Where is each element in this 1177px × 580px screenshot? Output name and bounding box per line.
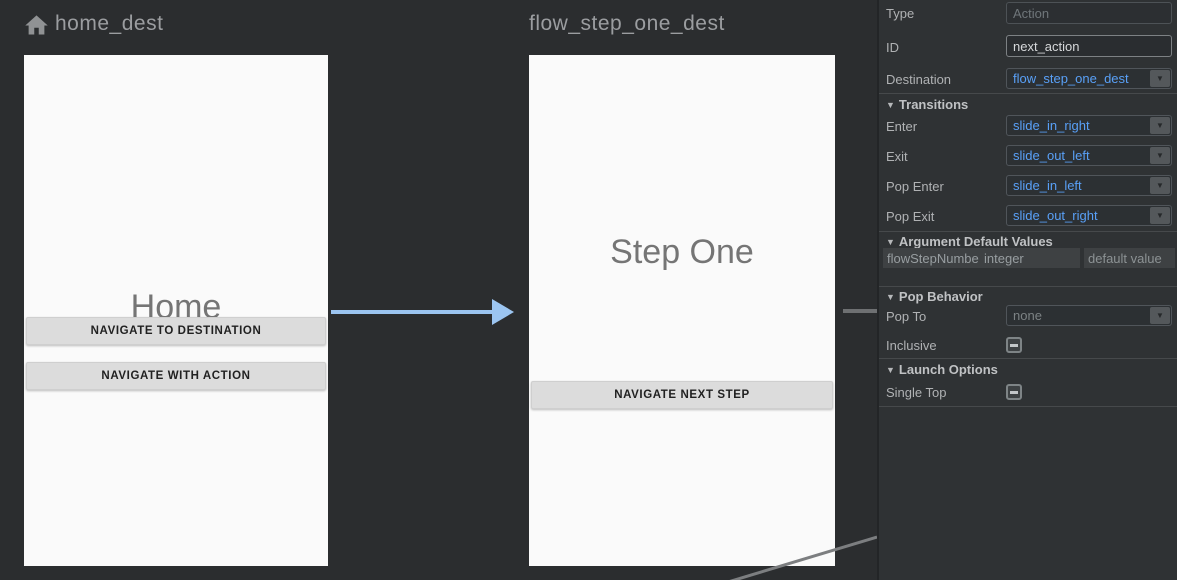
type-label: Type: [886, 6, 915, 21]
indeterminate-dash-icon: [1010, 391, 1018, 394]
destination-value: flow_step_one_dest: [1013, 71, 1129, 86]
destination-label: Destination: [886, 72, 952, 87]
chevron-down-icon[interactable]: ▼: [1150, 70, 1170, 87]
collapse-triangle-icon: ▼: [886, 365, 895, 375]
section-divider: [879, 406, 1177, 407]
pop-exit-transition-dropdown[interactable]: slide_out_right ▼: [1006, 205, 1172, 226]
arguments-section-header[interactable]: ▼Argument Default Values: [886, 234, 1053, 249]
inclusive-checkbox[interactable]: [1006, 337, 1022, 353]
section-divider: [879, 93, 1177, 94]
pop-enter-transition-dropdown[interactable]: slide_in_left ▼: [1006, 175, 1172, 196]
pop-to-dropdown[interactable]: none ▼: [1006, 305, 1172, 326]
exit-label: Exit: [886, 149, 908, 164]
chevron-down-icon[interactable]: ▼: [1150, 207, 1170, 224]
inclusive-label: Inclusive: [886, 338, 937, 353]
section-divider: [879, 286, 1177, 287]
id-input[interactable]: [1006, 35, 1172, 57]
enter-label: Enter: [886, 119, 918, 134]
chevron-down-icon[interactable]: ▼: [1150, 147, 1170, 164]
edge-diagonal-bottom[interactable]: [728, 535, 877, 580]
pop-exit-label: Pop Exit: [886, 209, 935, 224]
section-divider: [879, 231, 1177, 232]
destination-dropdown[interactable]: flow_step_one_dest ▼: [1006, 68, 1172, 89]
chevron-down-icon[interactable]: ▼: [1150, 307, 1170, 324]
action-arrow-home-to-step-one[interactable]: [331, 299, 514, 325]
type-input[interactable]: [1006, 2, 1172, 24]
id-label: ID: [886, 40, 899, 55]
collapse-triangle-icon: ▼: [886, 237, 895, 247]
collapse-triangle-icon: ▼: [886, 100, 895, 110]
home-icon: [25, 15, 48, 35]
nav-graph-canvas[interactable]: home_dest flow_step_one_dest Home NAVIGA…: [0, 0, 877, 580]
pop-enter-label: Pop Enter: [886, 179, 944, 194]
navigate-to-destination-button[interactable]: NAVIGATE TO DESTINATION: [26, 317, 326, 345]
destination-label-step-one[interactable]: flow_step_one_dest: [529, 12, 725, 35]
chevron-down-icon[interactable]: ▼: [1150, 117, 1170, 134]
indeterminate-dash-icon: [1010, 344, 1018, 347]
single-top-label: Single Top: [886, 385, 947, 400]
navigate-next-step-button[interactable]: NAVIGATE NEXT STEP: [531, 381, 833, 409]
argument-type-cell: integer: [980, 248, 1080, 268]
argument-name-cell: flowStepNumbe: [883, 248, 980, 268]
navigate-with-action-button[interactable]: NAVIGATE WITH ACTION: [26, 362, 326, 390]
argument-default-value-input[interactable]: default value: [1084, 248, 1175, 268]
pop-behavior-section-header[interactable]: ▼Pop Behavior: [886, 289, 983, 304]
enter-transition-dropdown[interactable]: slide_in_right ▼: [1006, 115, 1172, 136]
single-top-checkbox[interactable]: [1006, 384, 1022, 400]
chevron-down-icon[interactable]: ▼: [1150, 177, 1170, 194]
section-divider: [879, 358, 1177, 359]
launch-options-section-header[interactable]: ▼Launch Options: [886, 362, 998, 377]
attributes-panel: Type ID Destination flow_step_one_dest ▼…: [877, 0, 1177, 580]
collapse-triangle-icon: ▼: [886, 292, 895, 302]
destination-label-home[interactable]: home_dest: [55, 12, 164, 35]
screen-title-step-one: Step One: [610, 233, 754, 271]
destination-preview-home[interactable]: Home NAVIGATE TO DESTINATION NAVIGATE WI…: [24, 55, 328, 566]
nav-edges: [331, 299, 877, 580]
exit-transition-dropdown[interactable]: slide_out_left ▼: [1006, 145, 1172, 166]
pop-to-label: Pop To: [886, 309, 927, 324]
destination-preview-step-one[interactable]: Step One NAVIGATE NEXT STEP: [529, 55, 835, 566]
transitions-section-header[interactable]: ▼Transitions: [886, 97, 969, 112]
